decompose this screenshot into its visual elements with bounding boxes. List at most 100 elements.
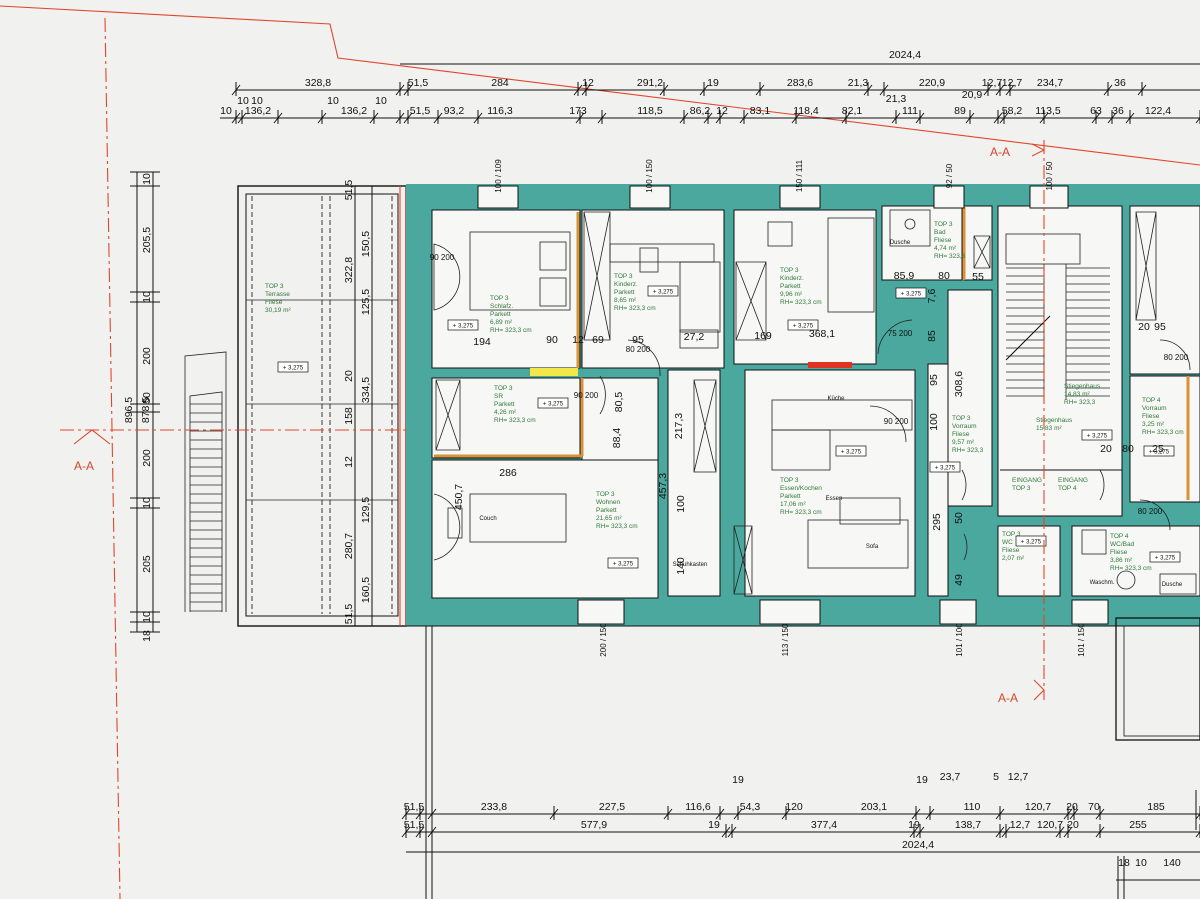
door-label: 90 200 bbox=[884, 417, 909, 426]
inner-dim-label: 90 bbox=[546, 334, 558, 346]
dim-label: 23,7 bbox=[940, 771, 961, 783]
room-wohnen-upper bbox=[581, 377, 659, 461]
dim-label: 10 bbox=[141, 173, 153, 185]
dim-label: 12,7 bbox=[982, 77, 1003, 89]
room-label-line: 4,74 m² bbox=[934, 245, 957, 252]
dim-label: 10 bbox=[220, 105, 232, 117]
dim-label: 51,5 bbox=[404, 819, 425, 831]
inner-dim-label: 295 bbox=[931, 513, 943, 531]
adjacent-structure bbox=[1115, 617, 1200, 741]
dim-label: 220,9 bbox=[919, 77, 945, 89]
level-marker: + 3,275 bbox=[793, 324, 814, 330]
room-label-line: RH= 323,3 bbox=[1064, 399, 1096, 406]
room-label-line: Parkett bbox=[780, 493, 801, 500]
room-label-line: TOP 3 bbox=[780, 267, 799, 274]
room-label-line: Terrasse bbox=[265, 291, 290, 298]
dim-label: 50 bbox=[141, 392, 153, 404]
dim-label: 51,5 bbox=[404, 801, 425, 813]
dim-label: 54,3 bbox=[740, 801, 761, 813]
dim-label: 10 bbox=[141, 497, 153, 509]
dim-label: 136,2 bbox=[245, 105, 271, 117]
inner-dim-label: 49 bbox=[953, 574, 965, 586]
room-label-line: TOP 4 bbox=[1142, 397, 1161, 404]
room-label-line: TOP 3 bbox=[614, 273, 633, 280]
inner-dim-label: 25 bbox=[1152, 443, 1164, 455]
dim-label: 18 bbox=[141, 630, 153, 642]
room-label-line: 3,25 m² bbox=[1142, 421, 1165, 428]
dim-label: 18 bbox=[1118, 857, 1130, 869]
dim-label: 19 bbox=[908, 819, 920, 831]
dim-label: 82,1 bbox=[842, 105, 863, 117]
furniture-label: Sofa bbox=[866, 544, 879, 550]
dim-label: 150,5 bbox=[360, 231, 372, 257]
external-stair bbox=[184, 351, 227, 612]
dim-label: 83,1 bbox=[750, 105, 771, 117]
room-label-line: 15,83 m² bbox=[1036, 425, 1062, 432]
dim-label: 36 bbox=[1112, 105, 1124, 117]
room-label-line: Kinderz. bbox=[780, 275, 804, 282]
room-kinderz-2 bbox=[733, 209, 877, 365]
window-label: 101 / 100 bbox=[955, 623, 964, 657]
inner-dim-label: 27,2 bbox=[684, 331, 705, 343]
section-label-left: A-A bbox=[74, 459, 94, 473]
room-label-line: WC bbox=[1002, 539, 1013, 546]
room-label-line: Parkett bbox=[494, 401, 515, 408]
inner-dim-label: 88,4 bbox=[611, 428, 623, 449]
room-label-line: Stiegenhaus bbox=[1036, 417, 1073, 424]
room-label-line: Essen/Kochen bbox=[780, 485, 822, 492]
room-label-line: TOP 3 bbox=[780, 477, 799, 484]
room-label-line: TOP 4 bbox=[1110, 533, 1129, 540]
inner-dim-label: 95 bbox=[1154, 321, 1166, 333]
room-label-line: 8,65 m² bbox=[614, 297, 637, 304]
room-label-line: 17,06 m² bbox=[780, 501, 806, 508]
window-label: 200 / 150 bbox=[599, 623, 608, 657]
furniture-label: Dusche bbox=[890, 240, 911, 246]
dim-label: 118,4 bbox=[793, 105, 819, 117]
room-label-line: RH= 323,3 cm bbox=[780, 509, 822, 516]
door-label: 80 200 bbox=[626, 345, 651, 354]
dim-label: 120 bbox=[785, 801, 803, 813]
room-label-line: Bad bbox=[934, 229, 946, 236]
dim-label: 51,5 bbox=[343, 604, 355, 625]
dim-label: 283,6 bbox=[787, 77, 813, 89]
room-bad-closet bbox=[963, 205, 993, 281]
inner-dim-label: 12 bbox=[572, 334, 584, 346]
level-marker: + 3,275 bbox=[453, 324, 474, 330]
room-label-line: RH= 323,3 cm bbox=[596, 523, 638, 530]
room-label-line: RH= 323,3 cm bbox=[614, 305, 656, 312]
room-label-line: SR bbox=[494, 393, 503, 400]
dim-label: 12 bbox=[582, 77, 594, 89]
room-label-line: 4,26 m² bbox=[494, 409, 517, 416]
room-label-line: Fliese bbox=[1110, 549, 1128, 556]
dim-label: 10 bbox=[141, 291, 153, 303]
dim-label: 70 bbox=[1088, 801, 1100, 813]
dim-label: 12 bbox=[716, 105, 728, 117]
inner-dim-label: 85 bbox=[926, 330, 938, 342]
dim-label: 10 bbox=[1135, 857, 1147, 869]
door-label: 80 200 bbox=[1164, 353, 1189, 362]
room-label-line: TOP 3 bbox=[494, 385, 513, 392]
room-stiegenhaus bbox=[997, 205, 1123, 517]
room-label-line: RH= 323,3 cm bbox=[1110, 565, 1152, 572]
window-label: 101 / 150 bbox=[1077, 623, 1086, 657]
room-label-line: Fliese bbox=[952, 431, 970, 438]
furniture-label: Couch bbox=[479, 516, 496, 522]
dim-label: 12 bbox=[343, 456, 355, 468]
room-label-line: Parkett bbox=[780, 283, 801, 290]
inner-dim-label: 457,3 bbox=[657, 473, 669, 499]
dim-label: 255 bbox=[1129, 819, 1147, 831]
room-label-line: TOP 3 bbox=[596, 491, 615, 498]
dim-label: 51,5 bbox=[408, 77, 429, 89]
dim-label: 51,5 bbox=[410, 105, 431, 117]
dim-label: 10 bbox=[237, 95, 249, 107]
dim-label: 20,9 bbox=[962, 89, 983, 101]
inner-dim-label: 80 bbox=[1122, 443, 1134, 455]
dim-label: 334,5 bbox=[360, 377, 372, 403]
window-top-1 bbox=[477, 185, 519, 209]
